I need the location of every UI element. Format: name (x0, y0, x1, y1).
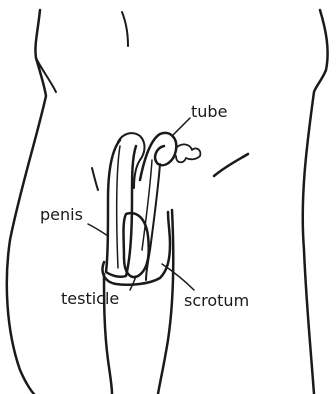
right-groin-crease (214, 154, 248, 176)
left-hip-crease (36, 58, 56, 92)
left-groin-crease (92, 168, 98, 190)
tube-fringe (176, 144, 200, 162)
label-penis: penis (40, 207, 83, 223)
tube-loop (140, 133, 176, 180)
penis-leader (88, 224, 108, 236)
tube-leader (172, 118, 190, 136)
label-tube: tube (191, 104, 227, 120)
penis-shaft (106, 140, 136, 277)
scrotum-leader (162, 264, 194, 290)
scrotum-outline (103, 212, 171, 285)
right-hip-outline (303, 10, 328, 394)
left-thigh-outline (7, 10, 46, 394)
label-testicle: testicle (61, 291, 119, 307)
label-scrotum: scrotum (184, 293, 249, 309)
right-waist-mark (122, 12, 128, 46)
penis-inner-line (117, 146, 120, 268)
